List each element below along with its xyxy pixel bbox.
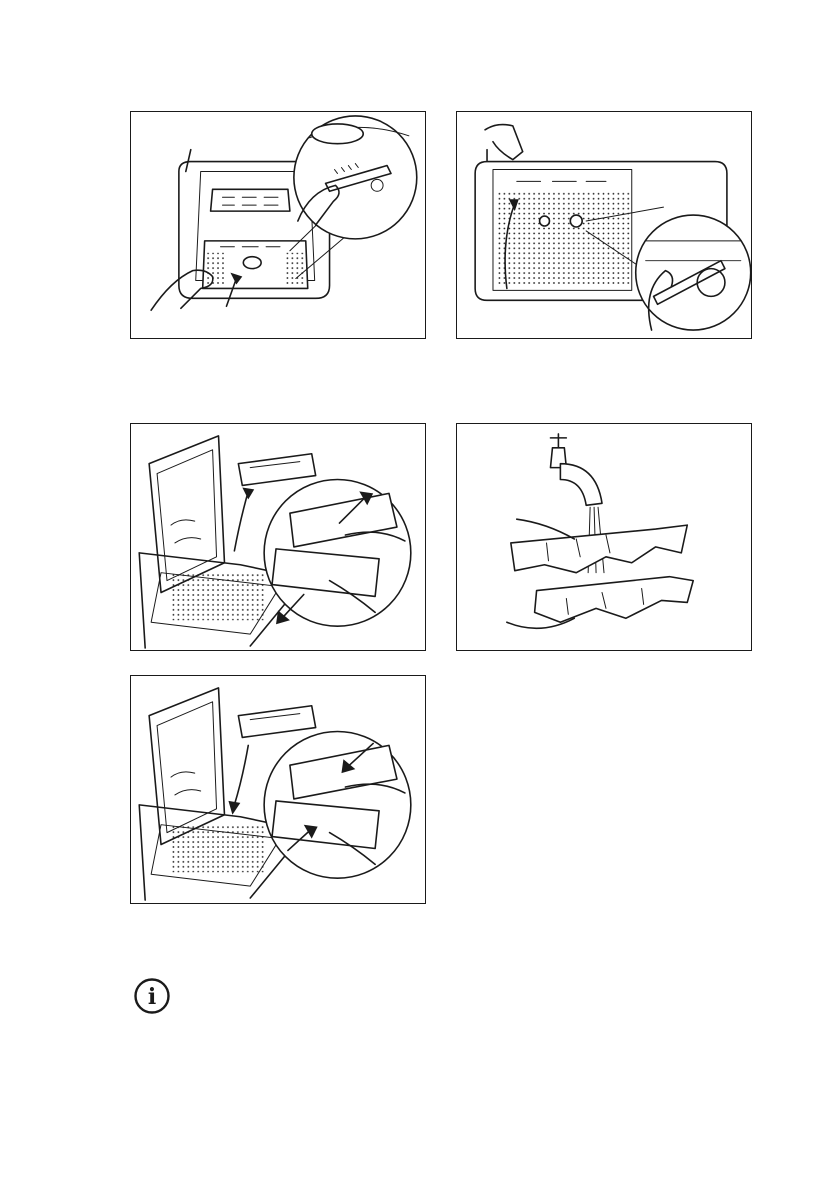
figure-refit-spray-arm (130, 675, 426, 904)
figure-remove-spray-arm (130, 423, 426, 651)
info-icon: i (133, 977, 171, 1015)
info-glyph: i (148, 984, 156, 1010)
figure-clean-drum-holes (456, 111, 752, 339)
drum-cleaning-illustration (457, 112, 751, 338)
figure-rinse-under-tap (456, 423, 752, 651)
rinse-tap-illustration (457, 424, 751, 650)
pump-filter-cleaning-illustration (131, 112, 425, 338)
figure-clean-pump-filter (130, 111, 426, 339)
remove-filter-illustration (131, 424, 425, 650)
refit-filter-illustration (131, 676, 425, 903)
